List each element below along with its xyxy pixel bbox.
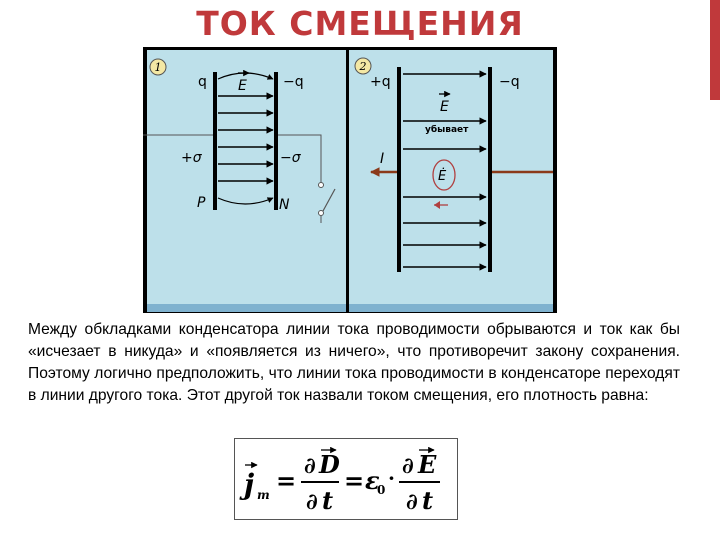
panel1-plate-left: [213, 72, 217, 210]
panel1-badge-circle: [149, 58, 167, 76]
panel2-field-change-label: Ė: [438, 168, 447, 184]
panel1-charge-left: q: [198, 74, 207, 90]
panel2-plate-left: [397, 67, 401, 272]
displacement-current-formula: j m = ∂ D ∂ t = ε 0 · ∂ E ∂ t: [239, 446, 440, 515]
capacitor-diagram: 1 q −q E +σ −σ P N 2 +q −q: [143, 50, 553, 312]
formula-epsilon-subscript: 0: [377, 483, 385, 497]
formula-e: E: [417, 450, 437, 479]
panel1-charge-right: −q: [283, 74, 304, 90]
formula-dot: ·: [388, 466, 395, 490]
formula-partial-t-1: ∂: [306, 489, 318, 515]
panel1-plate-right: [274, 72, 278, 210]
panel1-bottom-strip: [147, 304, 346, 312]
panel1-sigma-right: −σ: [280, 150, 302, 166]
panel2-field-change-loop: [432, 159, 456, 191]
panel1-field-arrows: [218, 92, 274, 185]
accent-bar: [710, 0, 720, 100]
panel1-sigma-left: +σ: [181, 150, 203, 166]
formula-partial-e: ∂: [402, 453, 414, 479]
panel1-field-label: E: [238, 78, 247, 94]
panel2-plate-right: [488, 67, 492, 272]
body-text: Между обкладками конденсатора линии тока…: [28, 321, 680, 404]
formula-d: D: [318, 450, 340, 479]
capacitor-figure: 1 q −q E +σ −σ P N 2 +q −q: [143, 47, 557, 313]
panel1-wire-right: [278, 134, 322, 183]
formula-j: j: [239, 468, 254, 501]
formula-equals-1: =: [276, 466, 296, 495]
formula-equals-2: =: [344, 466, 364, 495]
formula-partial-t-2: ∂: [406, 489, 418, 515]
panel2-field-label: E: [440, 99, 449, 115]
panel1-switch-top-contact: [318, 182, 324, 188]
panel1-switch-bottom-contact: [318, 210, 324, 216]
formula-box: j m = ∂ D ∂ t = ε 0 · ∂ E ∂ t: [234, 438, 458, 520]
panel1-plate-left-label: P: [197, 195, 206, 211]
formula-epsilon: ε: [365, 466, 380, 495]
panel1-badge: 1: [155, 61, 162, 74]
panel1-plate-right-label: N: [279, 197, 290, 213]
panel2-charge-left: +q: [370, 74, 391, 90]
formula-t-2: t: [422, 486, 433, 515]
panel2-decreasing-label: убывает: [425, 124, 469, 135]
panel1-switch-blade: [322, 188, 336, 212]
panel2-badge-circle: [354, 57, 372, 75]
formula-j-subscript: m: [257, 488, 270, 502]
panel2-badge: 2: [359, 60, 367, 73]
panel2-field-arrows: [403, 70, 487, 271]
panel2-current-label: I: [380, 151, 384, 167]
formula-t-1: t: [322, 486, 333, 515]
panel1-fringe-bottom: [217, 197, 274, 205]
formula-partial-d: ∂: [304, 453, 316, 479]
panel1-fringe-top: [217, 72, 274, 80]
panel2-field-change-arrow-head: [434, 201, 440, 209]
panel2-background: [349, 50, 553, 304]
panel1-background: [147, 50, 346, 304]
panel2-bottom-strip: [349, 304, 553, 312]
slide-title: ТОК СМЕЩЕНИЯ: [196, 4, 524, 43]
panel2-charge-right: −q: [499, 74, 520, 90]
